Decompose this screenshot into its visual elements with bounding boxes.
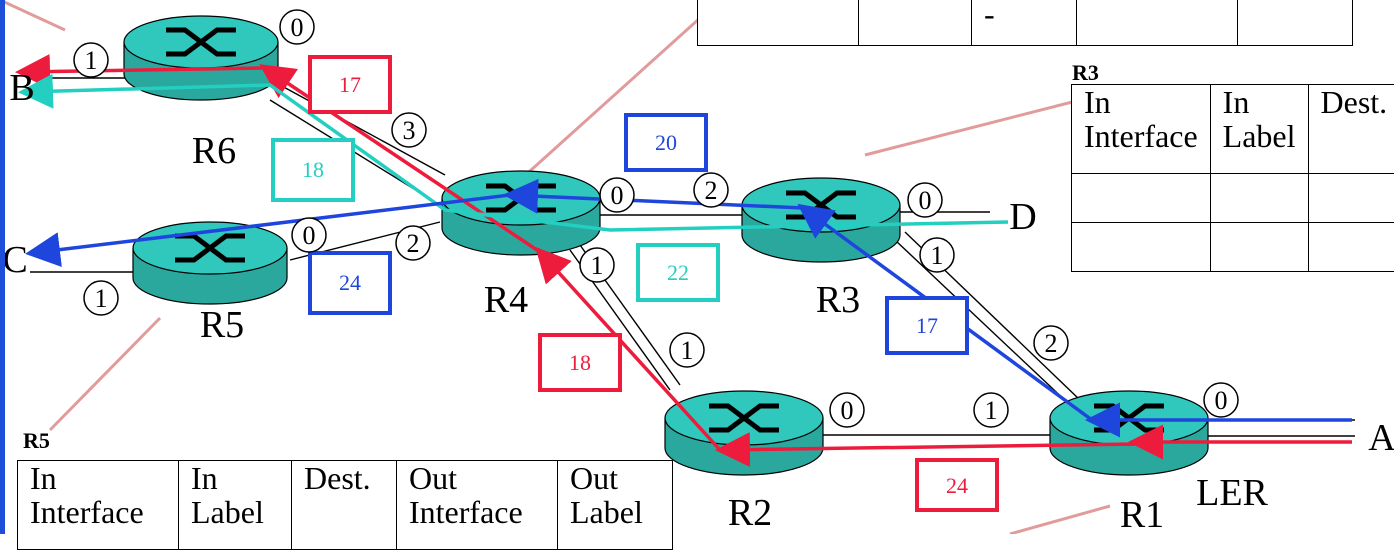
table-header-row: In Interface In Label Dest. xyxy=(1072,85,1394,174)
router-r5 xyxy=(133,222,287,304)
table-cell xyxy=(1308,223,1394,272)
svg-text:18: 18 xyxy=(569,350,591,375)
router-name-r4: R4 xyxy=(484,279,528,321)
svg-text:1: 1 xyxy=(985,396,998,425)
r5-forwarding-table: In Interface In Label Dest. Out Interfac… xyxy=(17,460,673,550)
svg-text:2: 2 xyxy=(407,229,420,258)
table-header-row: In Interface In Label Dest. Out Interfac… xyxy=(18,461,673,550)
header-in-interface: In Interface xyxy=(18,461,179,550)
table-row xyxy=(1072,174,1394,223)
port-r3-1: 1 xyxy=(920,238,954,272)
table-cell xyxy=(1238,0,1353,46)
port-r2-1: 1 xyxy=(670,333,704,367)
svg-text:24: 24 xyxy=(339,270,361,295)
svg-text:1: 1 xyxy=(931,241,944,270)
header-dest: Dest. xyxy=(1308,85,1394,174)
port-r5-0: 0 xyxy=(292,218,326,252)
router-name-r3: R3 xyxy=(816,279,860,321)
svg-text:17: 17 xyxy=(916,313,938,338)
svg-text:0: 0 xyxy=(303,221,316,250)
host-c: C xyxy=(2,239,27,281)
r5-table-caption: R5 xyxy=(23,428,50,454)
table-cell xyxy=(1210,223,1308,272)
svg-text:0: 0 xyxy=(919,186,932,215)
host-d: D xyxy=(1009,196,1036,238)
svg-text:1: 1 xyxy=(591,251,604,280)
svg-text:0: 0 xyxy=(841,396,854,425)
svg-text:2: 2 xyxy=(1045,329,1058,358)
label-box-cyan-r3: 22 xyxy=(638,245,718,300)
label-box-cyan-r6: 18 xyxy=(273,140,353,200)
svg-text:24: 24 xyxy=(946,473,968,498)
port-r5-1: 1 xyxy=(84,281,118,315)
svg-text:1: 1 xyxy=(85,46,98,75)
svg-text:20: 20 xyxy=(655,130,677,155)
table-cell xyxy=(1077,0,1238,46)
router-name-r6: R6 xyxy=(192,130,236,172)
label-boxes: 17 18 20 22 24 18 17 24 xyxy=(273,57,997,510)
header-out-label: Out Label xyxy=(558,461,673,550)
port-r1-0: 0 xyxy=(1204,383,1238,417)
svg-text:2: 2 xyxy=(705,176,718,205)
table-row xyxy=(1072,223,1394,272)
table-cell xyxy=(1308,174,1394,223)
table-cell: - xyxy=(972,0,1077,46)
svg-text:3: 3 xyxy=(403,116,416,145)
svg-text:0: 0 xyxy=(1215,386,1228,415)
port-r3-0: 0 xyxy=(908,183,942,217)
port-r4-2: 2 xyxy=(396,226,430,260)
header-in-interface: In Interface xyxy=(1072,85,1211,174)
top-table: - xyxy=(697,0,1353,46)
header-out-interface: Out Interface xyxy=(397,461,558,550)
port-r1-2: 2 xyxy=(1034,326,1068,360)
svg-text:0: 0 xyxy=(291,13,304,42)
slide-left-accent-bar xyxy=(0,0,5,534)
label-box-red-r4: 18 xyxy=(540,335,620,390)
router-name-ler: LER xyxy=(1196,472,1268,514)
router-name-r1: R1 xyxy=(1120,494,1164,534)
port-r3-2: 2 xyxy=(694,173,728,207)
svg-text:0: 0 xyxy=(611,181,624,210)
table-cell xyxy=(859,0,972,46)
table-cell xyxy=(1072,174,1211,223)
port-r6-0: 0 xyxy=(280,10,314,44)
label-box-blue-r4: 20 xyxy=(626,115,706,170)
port-r4-0: 0 xyxy=(600,178,634,212)
r3-forwarding-table: In Interface In Label Dest. xyxy=(1071,84,1394,272)
table-cell xyxy=(1072,223,1211,272)
header-in-label: In Label xyxy=(179,461,292,550)
label-box-red-r6: 17 xyxy=(310,57,390,112)
port-r6-1: 1 xyxy=(74,43,108,77)
router-name-r2: R2 xyxy=(728,492,772,534)
table-row: - xyxy=(698,0,1353,46)
port-r2-0: 0 xyxy=(830,393,864,427)
router-r2 xyxy=(665,391,823,475)
svg-text:1: 1 xyxy=(681,336,694,365)
label-box-blue-r5: 24 xyxy=(310,253,390,313)
table-cell xyxy=(698,0,859,46)
r3-table-caption: R3 xyxy=(1072,60,1099,86)
host-a: A xyxy=(1368,417,1394,459)
svg-text:17: 17 xyxy=(339,72,361,97)
label-box-red-r1: 24 xyxy=(917,460,997,510)
router-r1 xyxy=(1050,391,1208,475)
label-box-blue-r1: 17 xyxy=(887,298,967,353)
header-dest: Dest. xyxy=(292,461,397,550)
host-b: B xyxy=(9,67,34,109)
port-r1-1: 1 xyxy=(974,393,1008,427)
port-r6-3: 3 xyxy=(392,113,426,147)
svg-text:22: 22 xyxy=(667,260,689,285)
port-r4-1: 1 xyxy=(580,248,614,282)
router-name-r5: R5 xyxy=(200,304,244,346)
svg-text:18: 18 xyxy=(302,157,324,182)
table-cell xyxy=(1210,174,1308,223)
header-in-label: In Label xyxy=(1210,85,1308,174)
svg-text:1: 1 xyxy=(95,284,108,313)
